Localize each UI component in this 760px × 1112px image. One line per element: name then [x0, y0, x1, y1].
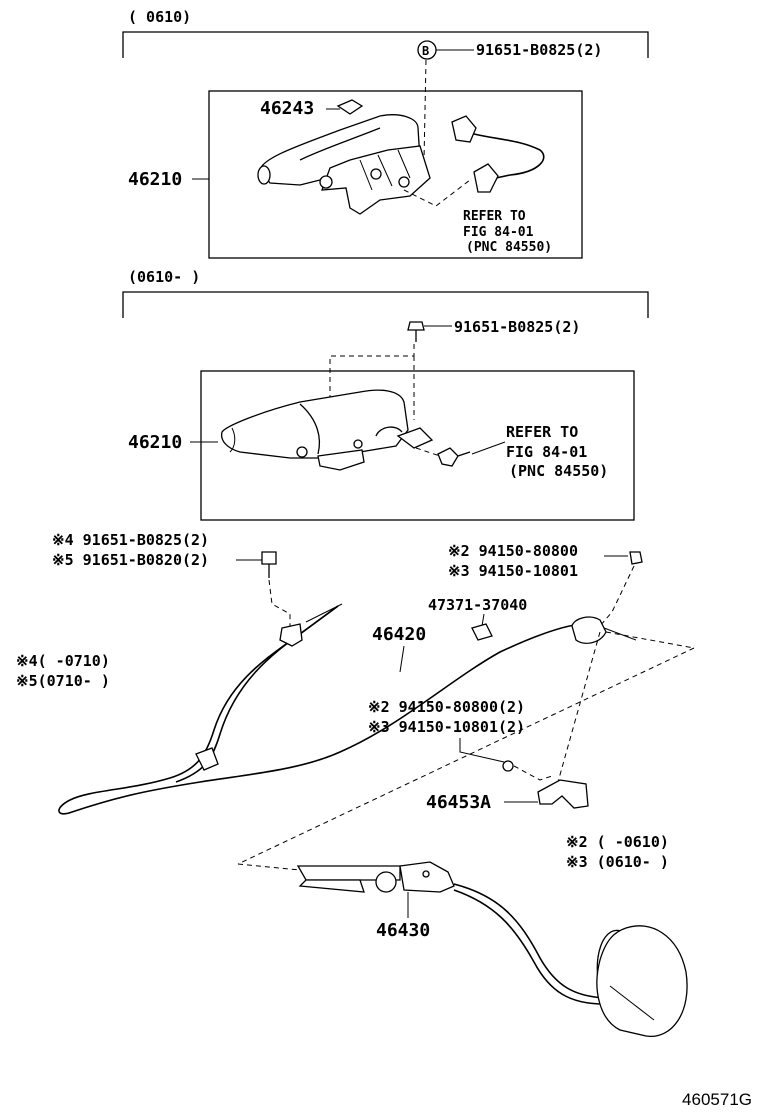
bracket-46453a-label: 46453A — [426, 792, 491, 813]
clip-part — [471, 623, 493, 641]
projection-line-diagonal — [237, 647, 695, 865]
lever-contour — [299, 127, 381, 161]
upper-lever-box — [208, 90, 583, 259]
ratchet-ribs — [359, 149, 411, 191]
figure-code: 460571G — [682, 1090, 752, 1109]
refer-upper-line1: REFER TO — [463, 209, 526, 224]
note-2-label: ※2 ( -0610) — [566, 833, 669, 851]
lower-bracket-line — [122, 291, 649, 318]
lever-bolt-hole — [398, 176, 410, 188]
lower-refer-leader — [471, 441, 506, 455]
lever-pin — [370, 168, 382, 180]
upper-section: ( 0610) B 91651-B0825(2) 46243 — [122, 8, 649, 259]
bracket-part — [537, 779, 589, 809]
refer-lower-line3: (PNC 84550) — [509, 462, 608, 480]
rear-cable-tip — [609, 985, 655, 1021]
lower-lever-assembly — [220, 389, 506, 471]
lever-46210-upper-label: 46210 — [128, 169, 182, 190]
lower-section: (0610- ) 91651-B0825(2) 46210 REFER TO — [122, 268, 649, 521]
note-4-label: ※4( -0710) — [16, 652, 110, 670]
front-cable-left-bracket — [279, 623, 303, 647]
equalizer-rod — [603, 627, 637, 641]
nut-right-3-label: ※3 94150-10801 — [448, 562, 578, 580]
projection-line-lower — [237, 863, 301, 871]
lower-lever-bracket — [317, 449, 365, 471]
nut-right-dash — [599, 565, 635, 627]
nut-mid-3-label: ※3 94150-10801(2) — [368, 718, 525, 736]
note-3-label: ※3 (0610- ) — [566, 853, 669, 871]
cable-46420-leader — [399, 645, 405, 673]
rear-cable — [453, 883, 631, 1003]
bolt-left-5-label: ※5 91651-B0820(2) — [52, 551, 209, 569]
cover-46243-label: 46243 — [260, 98, 314, 119]
front-cable-parallel — [175, 605, 339, 783]
lower-grip-end — [229, 427, 236, 453]
nut-mid-leader — [459, 738, 505, 763]
nut-right-2-label: ※2 94150-80800 — [448, 542, 578, 560]
equalizer-part — [571, 616, 607, 644]
lower-lever-handle — [220, 389, 409, 459]
brake-drum — [596, 925, 688, 1037]
bolt-b-marker-letter: B — [422, 44, 429, 58]
lever-grip-end — [257, 165, 271, 185]
lower-lever-base — [396, 427, 434, 449]
refer-lower-line1: REFER TO — [506, 423, 578, 441]
nut-mid-dash — [513, 765, 553, 781]
nut-mid — [502, 760, 514, 772]
cable-46420-label: 46420 — [372, 624, 426, 645]
equalizer-dash — [557, 631, 601, 783]
lower-range-label: (0610- ) — [128, 268, 200, 286]
bolt-lower-label: 91651-B0825(2) — [454, 318, 580, 336]
lever-cover-part — [336, 99, 364, 115]
projection-line-upper — [605, 631, 695, 649]
bolt-left-head — [261, 551, 277, 565]
refer-upper-line2: FIG 84-01 — [463, 225, 534, 240]
refer-upper-line3: (PNC 84550) — [466, 240, 552, 255]
lower-lever-cam — [375, 426, 403, 437]
upper-bracket-line — [122, 31, 649, 58]
rear-cable-parallel — [453, 889, 605, 1005]
lever-pivot — [319, 175, 333, 189]
cable-section: ※4 91651-B0825(2) ※5 91651-B0820(2) ※2 9… — [16, 531, 695, 1037]
nut-right — [629, 551, 643, 565]
rear-cable-guide-bottom — [298, 879, 365, 893]
lower-switch-dash — [415, 447, 441, 457]
lever-46210-lower-label: 46210 — [128, 432, 182, 453]
bolt-b-dash-line — [423, 59, 427, 161]
bolt-b-upper-label: 91651-B0825(2) — [476, 41, 602, 59]
clip-leader — [481, 613, 485, 627]
front-cable — [58, 605, 583, 815]
nut-mid-2-label: ※2 94150-80800(2) — [368, 698, 525, 716]
lower-switch-tab — [457, 451, 471, 457]
lower-lever-pivot — [296, 446, 308, 458]
bolt-left-4-label: ※4 91651-B0825(2) — [52, 531, 209, 549]
note-5-label: ※5(0710- ) — [16, 672, 110, 690]
rear-cable-guide — [296, 865, 401, 881]
switch-wire — [473, 133, 545, 179]
upper-lever-assembly — [257, 114, 471, 215]
cable-46430-label: 46430 — [376, 920, 430, 941]
lower-lever-pin — [353, 439, 363, 449]
bolt-lower-dash-left — [329, 344, 415, 400]
switch-connector — [451, 115, 477, 143]
lower-lever-box — [200, 370, 635, 521]
brake-switch — [473, 163, 499, 193]
switch-dash-line — [403, 179, 471, 207]
rear-cable-grommet — [375, 871, 397, 893]
front-cable-threaded-end — [305, 603, 343, 623]
lever-ratchet-body — [321, 145, 431, 215]
rear-cable-hole — [422, 870, 430, 878]
refer-lower-line2: FIG 84-01 — [506, 443, 587, 461]
front-cable-grommet — [195, 747, 219, 771]
upper-brake-switch — [451, 115, 545, 193]
clip-label: 47371-37040 — [428, 596, 527, 614]
bolt-left-dash — [268, 579, 291, 632]
lower-lever-seam — [299, 403, 321, 455]
lower-brake-switch — [437, 447, 459, 467]
bolt-lower-head — [407, 321, 425, 331]
rear-cable-assembly — [296, 861, 688, 1037]
upper-range-label: ( 0610) — [128, 8, 191, 26]
